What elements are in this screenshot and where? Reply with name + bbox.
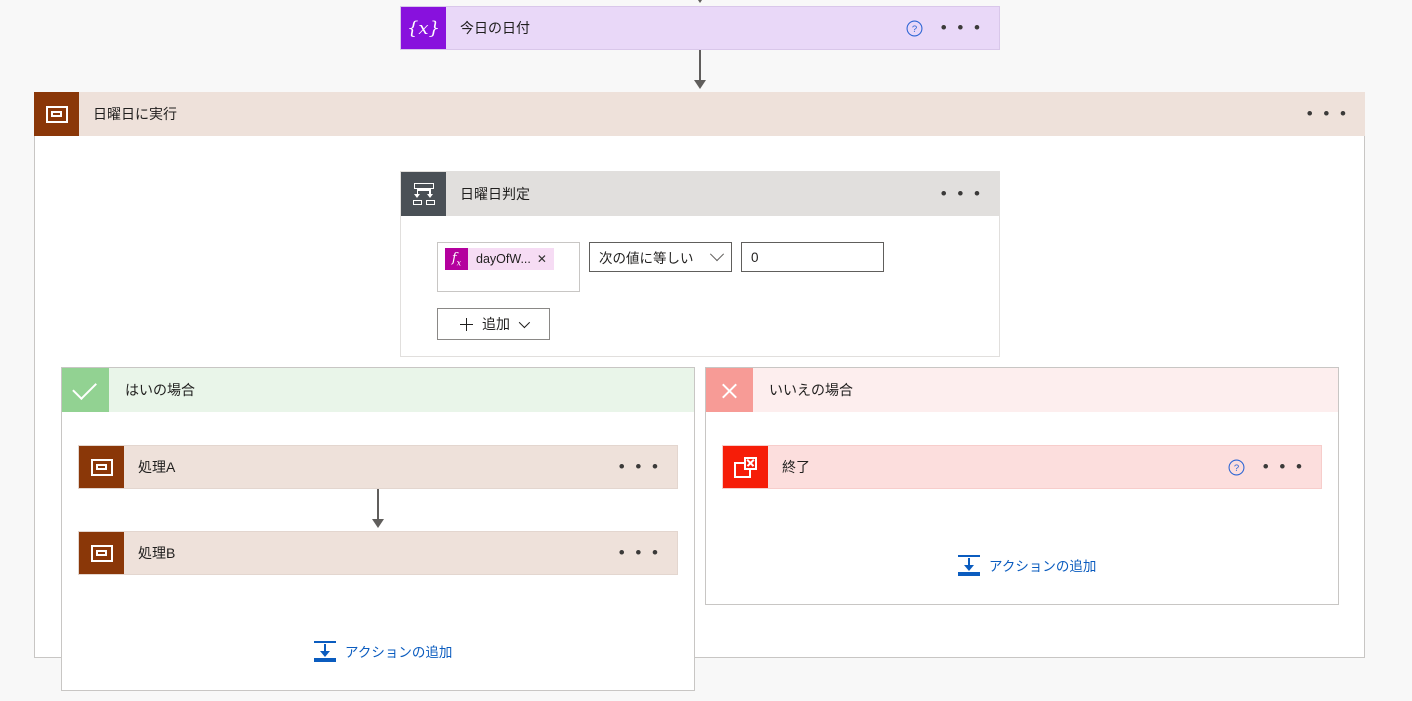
scope-icon xyxy=(34,92,79,136)
scope-header-run-on-sunday[interactable]: 日曜日に実行 • • • xyxy=(34,92,1365,136)
condition-value-text: 0 xyxy=(751,249,759,265)
add-action-button-yes-branch[interactable]: アクションの追加 xyxy=(314,640,452,662)
scope-glyph xyxy=(45,105,68,123)
action-card-title: 終了 xyxy=(782,459,810,475)
condition-glyph xyxy=(412,183,436,205)
more-options-icon[interactable]: • • • xyxy=(940,184,983,203)
check-glyph xyxy=(71,374,97,400)
expression-token[interactable]: fx dayOfW... ✕ xyxy=(445,248,554,270)
action-card-title: 処理A xyxy=(138,459,176,475)
expression-braces-glyph: {x} xyxy=(406,17,441,39)
add-action-label: アクションの追加 xyxy=(345,645,453,660)
add-action-label: アクションの追加 xyxy=(989,559,1097,574)
connector-into-variable-card xyxy=(694,0,706,4)
connector-arrowhead xyxy=(694,0,706,3)
branch-yes-header-body: はいの場合 xyxy=(109,368,694,412)
condition-operator-value: 次の値に等しい xyxy=(599,251,694,266)
plus-icon xyxy=(460,317,473,331)
more-options-icon[interactable]: • • • xyxy=(940,18,983,37)
action-card-actions: • • • xyxy=(618,543,677,562)
x-glyph xyxy=(720,381,739,400)
terminate-icon xyxy=(723,446,768,488)
more-options-icon[interactable]: • • • xyxy=(1262,457,1305,476)
condition-add-row-button[interactable]: 追加 xyxy=(437,308,550,340)
add-action-icon xyxy=(314,640,336,662)
connector-arrowhead xyxy=(694,80,706,89)
variable-card-title: 今日の日付 xyxy=(460,20,530,36)
scope-title: 日曜日に実行 xyxy=(93,106,177,122)
help-circle-icon[interactable]: ? xyxy=(1228,459,1245,476)
scope-icon xyxy=(79,532,124,574)
add-action-icon xyxy=(958,554,980,576)
scope-glyph xyxy=(90,544,113,562)
close-x-icon xyxy=(706,368,753,412)
scope-header-body: 日曜日に実行 • • • xyxy=(79,92,1365,136)
condition-card-sunday-check: 日曜日判定 • • • fx dayOfW... ✕ 次の値に等しい xyxy=(400,171,1000,357)
branch-yes-header[interactable]: はいの場合 xyxy=(62,368,694,412)
action-card-terminate[interactable]: 終了 ? • • • xyxy=(722,445,1322,489)
expression-token-label: dayOfW... xyxy=(476,252,531,266)
add-action-button-no-branch[interactable]: アクションの追加 xyxy=(958,554,1096,576)
scope-icon xyxy=(79,446,124,488)
more-options-icon[interactable]: • • • xyxy=(618,543,661,562)
svg-text:?: ? xyxy=(1234,463,1239,474)
condition-icon xyxy=(401,172,446,216)
connector-line xyxy=(699,50,701,83)
scope-glyph xyxy=(90,458,113,476)
condition-left-operand-field[interactable]: fx dayOfW... ✕ xyxy=(437,242,580,292)
condition-card-header[interactable]: 日曜日判定 • • • xyxy=(401,172,999,216)
close-icon[interactable]: ✕ xyxy=(536,252,547,266)
action-card-title: 処理B xyxy=(138,545,176,561)
condition-value-input[interactable]: 0 xyxy=(741,242,884,272)
more-options-icon[interactable]: • • • xyxy=(1306,104,1349,123)
branch-no-title: いいえの場合 xyxy=(769,382,853,398)
branch-yes-title: はいの場合 xyxy=(125,382,195,398)
scope-actions: • • • xyxy=(1306,104,1365,123)
condition-operator-select[interactable]: 次の値に等しい xyxy=(589,242,732,272)
action-card-process-b[interactable]: 処理B • • • xyxy=(78,531,678,575)
connector-variable-to-scope xyxy=(694,50,706,92)
variable-card-actions: ? • • • xyxy=(906,18,999,37)
condition-title: 日曜日判定 xyxy=(460,186,530,202)
action-card-actions: ? • • • xyxy=(1228,457,1321,476)
terminate-glyph xyxy=(734,456,757,478)
action-card-actions: • • • xyxy=(618,457,677,476)
expression-braces-icon: {x} xyxy=(401,7,446,49)
variable-card-today-date[interactable]: {x} 今日の日付 ? • • • xyxy=(400,6,1000,50)
connector-line xyxy=(377,489,379,522)
action-card-body: 終了 ? • • • xyxy=(768,446,1321,488)
condition-header-body: 日曜日判定 • • • xyxy=(446,172,999,216)
condition-row: fx dayOfW... ✕ 次の値に等しい 0 xyxy=(437,242,999,292)
condition-actions: • • • xyxy=(940,184,999,203)
chevron-down-icon xyxy=(709,247,725,262)
connector-process-a-to-b xyxy=(372,489,384,531)
variable-card-body: 今日の日付 ? • • • xyxy=(446,7,999,49)
check-icon xyxy=(62,368,109,412)
chevron-down-icon xyxy=(518,316,531,329)
more-options-icon[interactable]: • • • xyxy=(618,457,661,476)
action-card-process-a[interactable]: 処理A • • • xyxy=(78,445,678,489)
action-card-body: 処理B • • • xyxy=(124,532,677,574)
branch-no-header-body: いいえの場合 xyxy=(753,368,1338,412)
condition-card-body: fx dayOfW... ✕ 次の値に等しい 0 追加 xyxy=(401,216,999,340)
svg-text:?: ? xyxy=(912,24,917,35)
branch-yes-container: はいの場合 xyxy=(61,367,695,691)
fx-icon: fx xyxy=(445,248,468,270)
help-circle-icon[interactable]: ? xyxy=(906,20,923,37)
action-card-body: 処理A • • • xyxy=(124,446,677,488)
branch-no-header[interactable]: いいえの場合 xyxy=(706,368,1338,412)
condition-add-row-label: 追加 xyxy=(482,316,510,332)
connector-arrowhead xyxy=(372,519,384,528)
